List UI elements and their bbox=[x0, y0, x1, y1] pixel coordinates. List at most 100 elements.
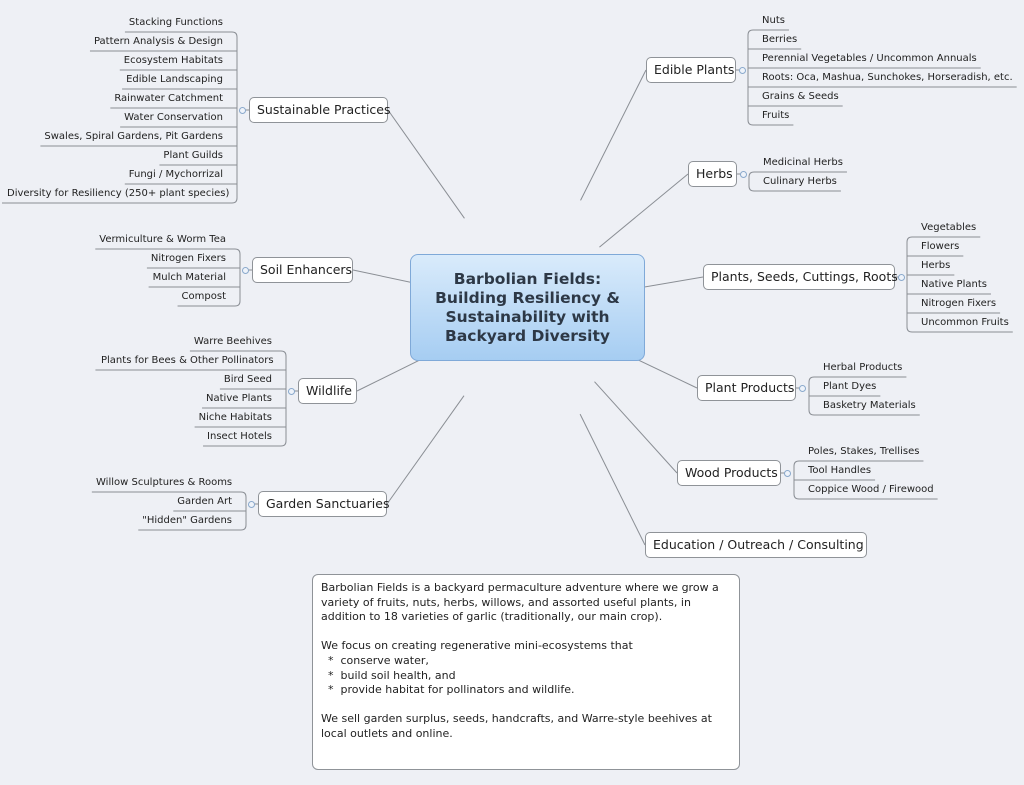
subtopic-sustainable-practices[interactable]: Fungi / Mychorrizal bbox=[128, 169, 223, 180]
subtopic-soil-enhancers[interactable]: Compost bbox=[181, 291, 226, 302]
bracket-curve-wood-products bbox=[793, 493, 800, 500]
collapse-toggle-icon[interactable] bbox=[740, 170, 747, 178]
subtopic-edible-plants[interactable]: Berries bbox=[762, 34, 798, 45]
topic-sustainable-practices[interactable]: Sustainable Practices bbox=[249, 97, 391, 123]
subtopic-plant-products[interactable]: Plant Dyes bbox=[823, 381, 877, 392]
bracket-curve-plant-products bbox=[808, 409, 815, 416]
bracket-curve-soil-enhancers bbox=[234, 248, 241, 255]
bracket-curve-soil-enhancers bbox=[234, 300, 241, 307]
subtopic-sustainable-practices[interactable]: Rainwater Catchment bbox=[114, 93, 223, 104]
bracket-curve-garden-sanctuaries bbox=[240, 524, 247, 531]
subtopic-plants-seeds[interactable]: Uncommon Fruits bbox=[921, 317, 1009, 328]
collapse-toggle-icon[interactable] bbox=[898, 273, 905, 281]
topic-plant-products[interactable]: Plant Products bbox=[697, 375, 796, 401]
subtopic-plants-seeds[interactable]: Nitrogen Fixers bbox=[921, 298, 997, 309]
note-bullet-list: conserve water, build soil health, and p… bbox=[321, 654, 731, 698]
note-closing: We sell garden surplus, seeds, handcraft… bbox=[321, 712, 712, 740]
bracket-curve-wood-products bbox=[793, 460, 800, 467]
central-topic-line: Building Resiliency & bbox=[435, 288, 620, 307]
topic-garden-sanctuaries[interactable]: Garden Sanctuaries bbox=[258, 491, 389, 517]
bracket-curve-edible-plants bbox=[747, 29, 754, 36]
bracket-curve-plants-seeds bbox=[906, 236, 913, 243]
collapse-toggle-icon[interactable] bbox=[288, 387, 295, 395]
subtopic-sustainable-practices[interactable]: Plant Guilds bbox=[163, 150, 223, 161]
bracket-curve-plants-seeds bbox=[906, 326, 913, 333]
subtopic-sustainable-practices[interactable]: Water Conservation bbox=[124, 112, 223, 123]
topic-herbs[interactable]: Herbs bbox=[688, 161, 737, 187]
note-intro: Barbolian Fields is a backyard permacult… bbox=[321, 581, 719, 624]
subtopic-herbs[interactable]: Medicinal Herbs bbox=[763, 157, 843, 168]
connector-garden-sanctuaries bbox=[386, 395, 465, 505]
subtopic-plant-products[interactable]: Basketry Materials bbox=[823, 400, 916, 411]
subtopic-soil-enhancers[interactable]: Mulch Material bbox=[152, 272, 226, 283]
bracket-curve-sustainable-practices bbox=[231, 31, 238, 38]
subtopic-garden-sanctuaries[interactable]: "Hidden" Gardens bbox=[142, 515, 232, 526]
subtopic-plants-seeds[interactable]: Vegetables bbox=[921, 222, 977, 233]
collapse-toggle-icon[interactable] bbox=[799, 384, 806, 392]
topic-wildlife[interactable]: Wildlife bbox=[298, 378, 357, 404]
subtopic-edible-plants[interactable]: Roots: Oca, Mashua, Sunchokes, Horseradi… bbox=[762, 72, 1013, 83]
subtopic-plant-products[interactable]: Herbal Products bbox=[823, 362, 903, 373]
subtopic-soil-enhancers[interactable]: Nitrogen Fixers bbox=[150, 253, 226, 264]
note-bullet: conserve water, bbox=[321, 654, 731, 669]
bracket-curve-plant-products bbox=[808, 376, 815, 383]
subtopic-garden-sanctuaries[interactable]: Garden Art bbox=[177, 496, 232, 507]
topic-plants-seeds[interactable]: Plants, Seeds, Cuttings, Roots bbox=[703, 264, 898, 290]
subtopic-wood-products[interactable]: Coppice Wood / Firewood bbox=[808, 484, 934, 495]
subtopic-wildlife[interactable]: Bird Seed bbox=[223, 374, 272, 385]
central-topic[interactable]: Barbolian Fields: Building Resiliency & … bbox=[410, 254, 645, 361]
subtopic-wood-products[interactable]: Tool Handles bbox=[808, 465, 872, 476]
subtopic-herbs[interactable]: Culinary Herbs bbox=[763, 176, 837, 187]
subtopic-wildlife[interactable]: Warre Beehives bbox=[193, 336, 272, 347]
note-bullet: provide habitat for pollinators and wild… bbox=[321, 683, 731, 698]
description-note[interactable]: Barbolian Fields is a backyard permacult… bbox=[312, 574, 740, 770]
subtopic-wildlife[interactable]: Native Plants bbox=[206, 393, 272, 404]
subtopic-plants-seeds[interactable]: Herbs bbox=[921, 260, 951, 271]
topic-education[interactable]: Education / Outreach / Consulting bbox=[645, 532, 867, 558]
connector-wood-products bbox=[594, 381, 678, 474]
connector-sustainable-practices bbox=[387, 109, 465, 219]
central-topic-line: Backyard Diversity bbox=[445, 326, 610, 345]
subtopic-plants-seeds[interactable]: Native Plants bbox=[921, 279, 987, 290]
note-focus: We focus on creating regenerative mini-e… bbox=[321, 639, 633, 653]
subtopic-sustainable-practices[interactable]: Diversity for Resiliency (250+ plant spe… bbox=[7, 188, 230, 199]
subtopic-wildlife[interactable]: Niche Habitats bbox=[198, 412, 272, 423]
collapse-toggle-icon[interactable] bbox=[784, 469, 791, 477]
central-topic-line: Barbolian Fields: bbox=[453, 269, 602, 288]
subtopic-wildlife[interactable]: Plants for Bees & Other Pollinators bbox=[101, 355, 274, 366]
subtopic-wildlife[interactable]: Insect Hotels bbox=[207, 431, 272, 442]
topic-wood-products[interactable]: Wood Products bbox=[677, 460, 781, 486]
subtopic-sustainable-practices[interactable]: Swales, Spiral Gardens, Pit Gardens bbox=[44, 131, 223, 142]
subtopic-edible-plants[interactable]: Nuts bbox=[762, 15, 785, 26]
connector-edible-plants bbox=[580, 69, 647, 201]
central-topic-line: Sustainability with bbox=[445, 307, 610, 326]
bracket-curve-herbs bbox=[748, 185, 755, 192]
subtopic-plants-seeds[interactable]: Flowers bbox=[921, 241, 960, 252]
topic-soil-enhancers[interactable]: Soil Enhancers bbox=[252, 257, 353, 283]
collapse-toggle-icon[interactable] bbox=[242, 266, 249, 274]
connector-education bbox=[579, 413, 646, 546]
subtopic-edible-plants[interactable]: Grains & Seeds bbox=[762, 91, 839, 102]
bracket-curve-garden-sanctuaries bbox=[240, 491, 247, 498]
subtopic-wood-products[interactable]: Poles, Stakes, Trellises bbox=[808, 446, 920, 457]
bracket-curve-sustainable-practices bbox=[231, 197, 238, 204]
collapse-toggle-icon[interactable] bbox=[739, 66, 746, 74]
subtopic-sustainable-practices[interactable]: Stacking Functions bbox=[128, 17, 223, 28]
collapse-toggle-icon[interactable] bbox=[239, 106, 246, 114]
note-bullet: build soil health, and bbox=[321, 669, 731, 684]
bracket-curve-wildlife bbox=[280, 350, 287, 357]
topic-edible-plants[interactable]: Edible Plants bbox=[646, 57, 736, 83]
subtopic-garden-sanctuaries[interactable]: Willow Sculptures & Rooms bbox=[96, 477, 233, 488]
subtopic-edible-plants[interactable]: Fruits bbox=[762, 110, 790, 121]
subtopic-edible-plants[interactable]: Perennial Vegetables / Uncommon Annuals bbox=[762, 53, 977, 64]
connector-herbs bbox=[599, 173, 689, 248]
bracket-curve-edible-plants bbox=[747, 119, 754, 126]
subtopic-sustainable-practices[interactable]: Pattern Analysis & Design bbox=[93, 36, 223, 47]
subtopic-sustainable-practices[interactable]: Ecosystem Habitats bbox=[123, 55, 223, 66]
bracket-curve-wildlife bbox=[280, 440, 287, 447]
subtopic-sustainable-practices[interactable]: Edible Landscaping bbox=[126, 74, 223, 85]
subtopic-soil-enhancers[interactable]: Vermiculture & Worm Tea bbox=[99, 234, 226, 245]
collapse-toggle-icon[interactable] bbox=[248, 500, 255, 508]
